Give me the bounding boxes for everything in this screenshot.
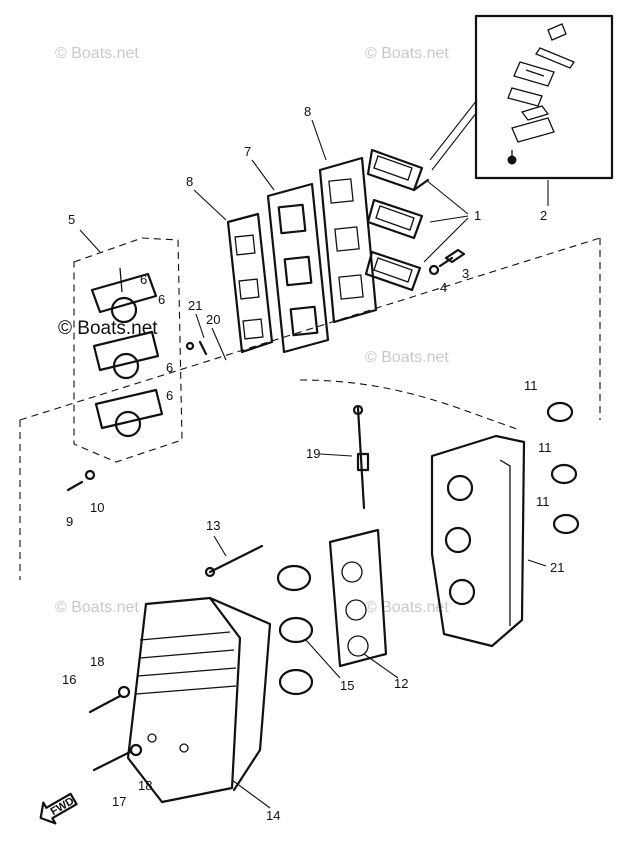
bolt-13 (204, 544, 264, 578)
bolt-17 (92, 743, 143, 772)
callout-11b: 11 (538, 440, 552, 455)
inset-reed-parts (507, 23, 575, 165)
callout-5: 5 (68, 212, 75, 227)
callout-11c: 11 (536, 494, 550, 509)
fwd-label: FWD (49, 795, 77, 818)
watermark-bottom-left: © Boats.net (55, 599, 139, 616)
callout-6b: 6 (158, 292, 165, 307)
linkage-rod-19 (352, 404, 370, 510)
carburetor-assembly-5 (73, 237, 183, 463)
callout-labels: 1 2 3 4 5 6 6 6 6 7 8 8 9 10 11 11 11 12… (62, 104, 564, 823)
alignment-lines (19, 237, 601, 580)
reed-valve-3 (364, 250, 422, 292)
watermark-top-left: © Boats.net (55, 45, 139, 62)
screw-3 (438, 248, 466, 268)
dowel-20-21 (185, 340, 208, 356)
callout-3: 3 (462, 266, 469, 281)
gasket-8-left (226, 212, 274, 354)
reed-valve-1 (366, 148, 430, 192)
callout-leaders (79, 119, 549, 809)
callout-21b: 21 (550, 560, 564, 575)
reed-valve-detail-inset (429, 14, 614, 180)
exhaust-gasket-12 (328, 528, 388, 668)
o-rings-11 (546, 401, 580, 535)
callout-21a: 21 (188, 298, 202, 313)
callout-8a: 8 (186, 174, 193, 189)
watermark-bottom-right: © Boats.net (365, 599, 449, 616)
callout-10: 10 (90, 500, 104, 515)
crankcase-cover (430, 434, 526, 648)
watermark-mid-right: © Boats.net (365, 349, 449, 366)
callout-16: 16 (62, 672, 76, 687)
callout-19: 19 (306, 446, 320, 461)
callout-12: 12 (394, 676, 408, 691)
callout-17: 17 (112, 794, 126, 809)
callout-9: 9 (66, 514, 73, 529)
watermark-top-right: © Boats.net (365, 45, 449, 62)
callout-7: 7 (244, 144, 251, 159)
callout-8b: 8 (304, 104, 311, 119)
callout-14: 14 (266, 808, 280, 823)
callout-18a: 18 (90, 654, 104, 669)
callout-6d: 6 (166, 388, 173, 403)
callout-15: 15 (340, 678, 354, 693)
callout-6a: 6 (140, 272, 147, 287)
bolt-9 (66, 469, 96, 492)
callout-18b: 18 (138, 778, 152, 793)
watermarks: © Boats.net © Boats.net © Boats.net © Bo… (55, 45, 449, 616)
reed-valve-2 (366, 198, 424, 240)
washer-4 (428, 264, 440, 276)
bolt-16 (88, 685, 131, 714)
exhaust-cover-14 (126, 596, 272, 804)
reed-plate-7 (266, 182, 330, 354)
callout-20: 20 (206, 312, 220, 327)
watermark-overlay: © Boats.net (58, 318, 158, 339)
callout-2: 2 (540, 208, 547, 223)
reed-valve-assemblies (364, 148, 469, 292)
gasket-8-right (318, 156, 378, 324)
callout-1: 1 (474, 208, 481, 223)
callout-11a: 11 (524, 378, 538, 393)
callout-4: 4 (440, 280, 447, 295)
forward-direction-badge: FWD (39, 792, 78, 825)
callout-6c: 6 (166, 360, 173, 375)
callout-13: 13 (206, 518, 220, 533)
exhaust-seals-15 (276, 564, 314, 696)
